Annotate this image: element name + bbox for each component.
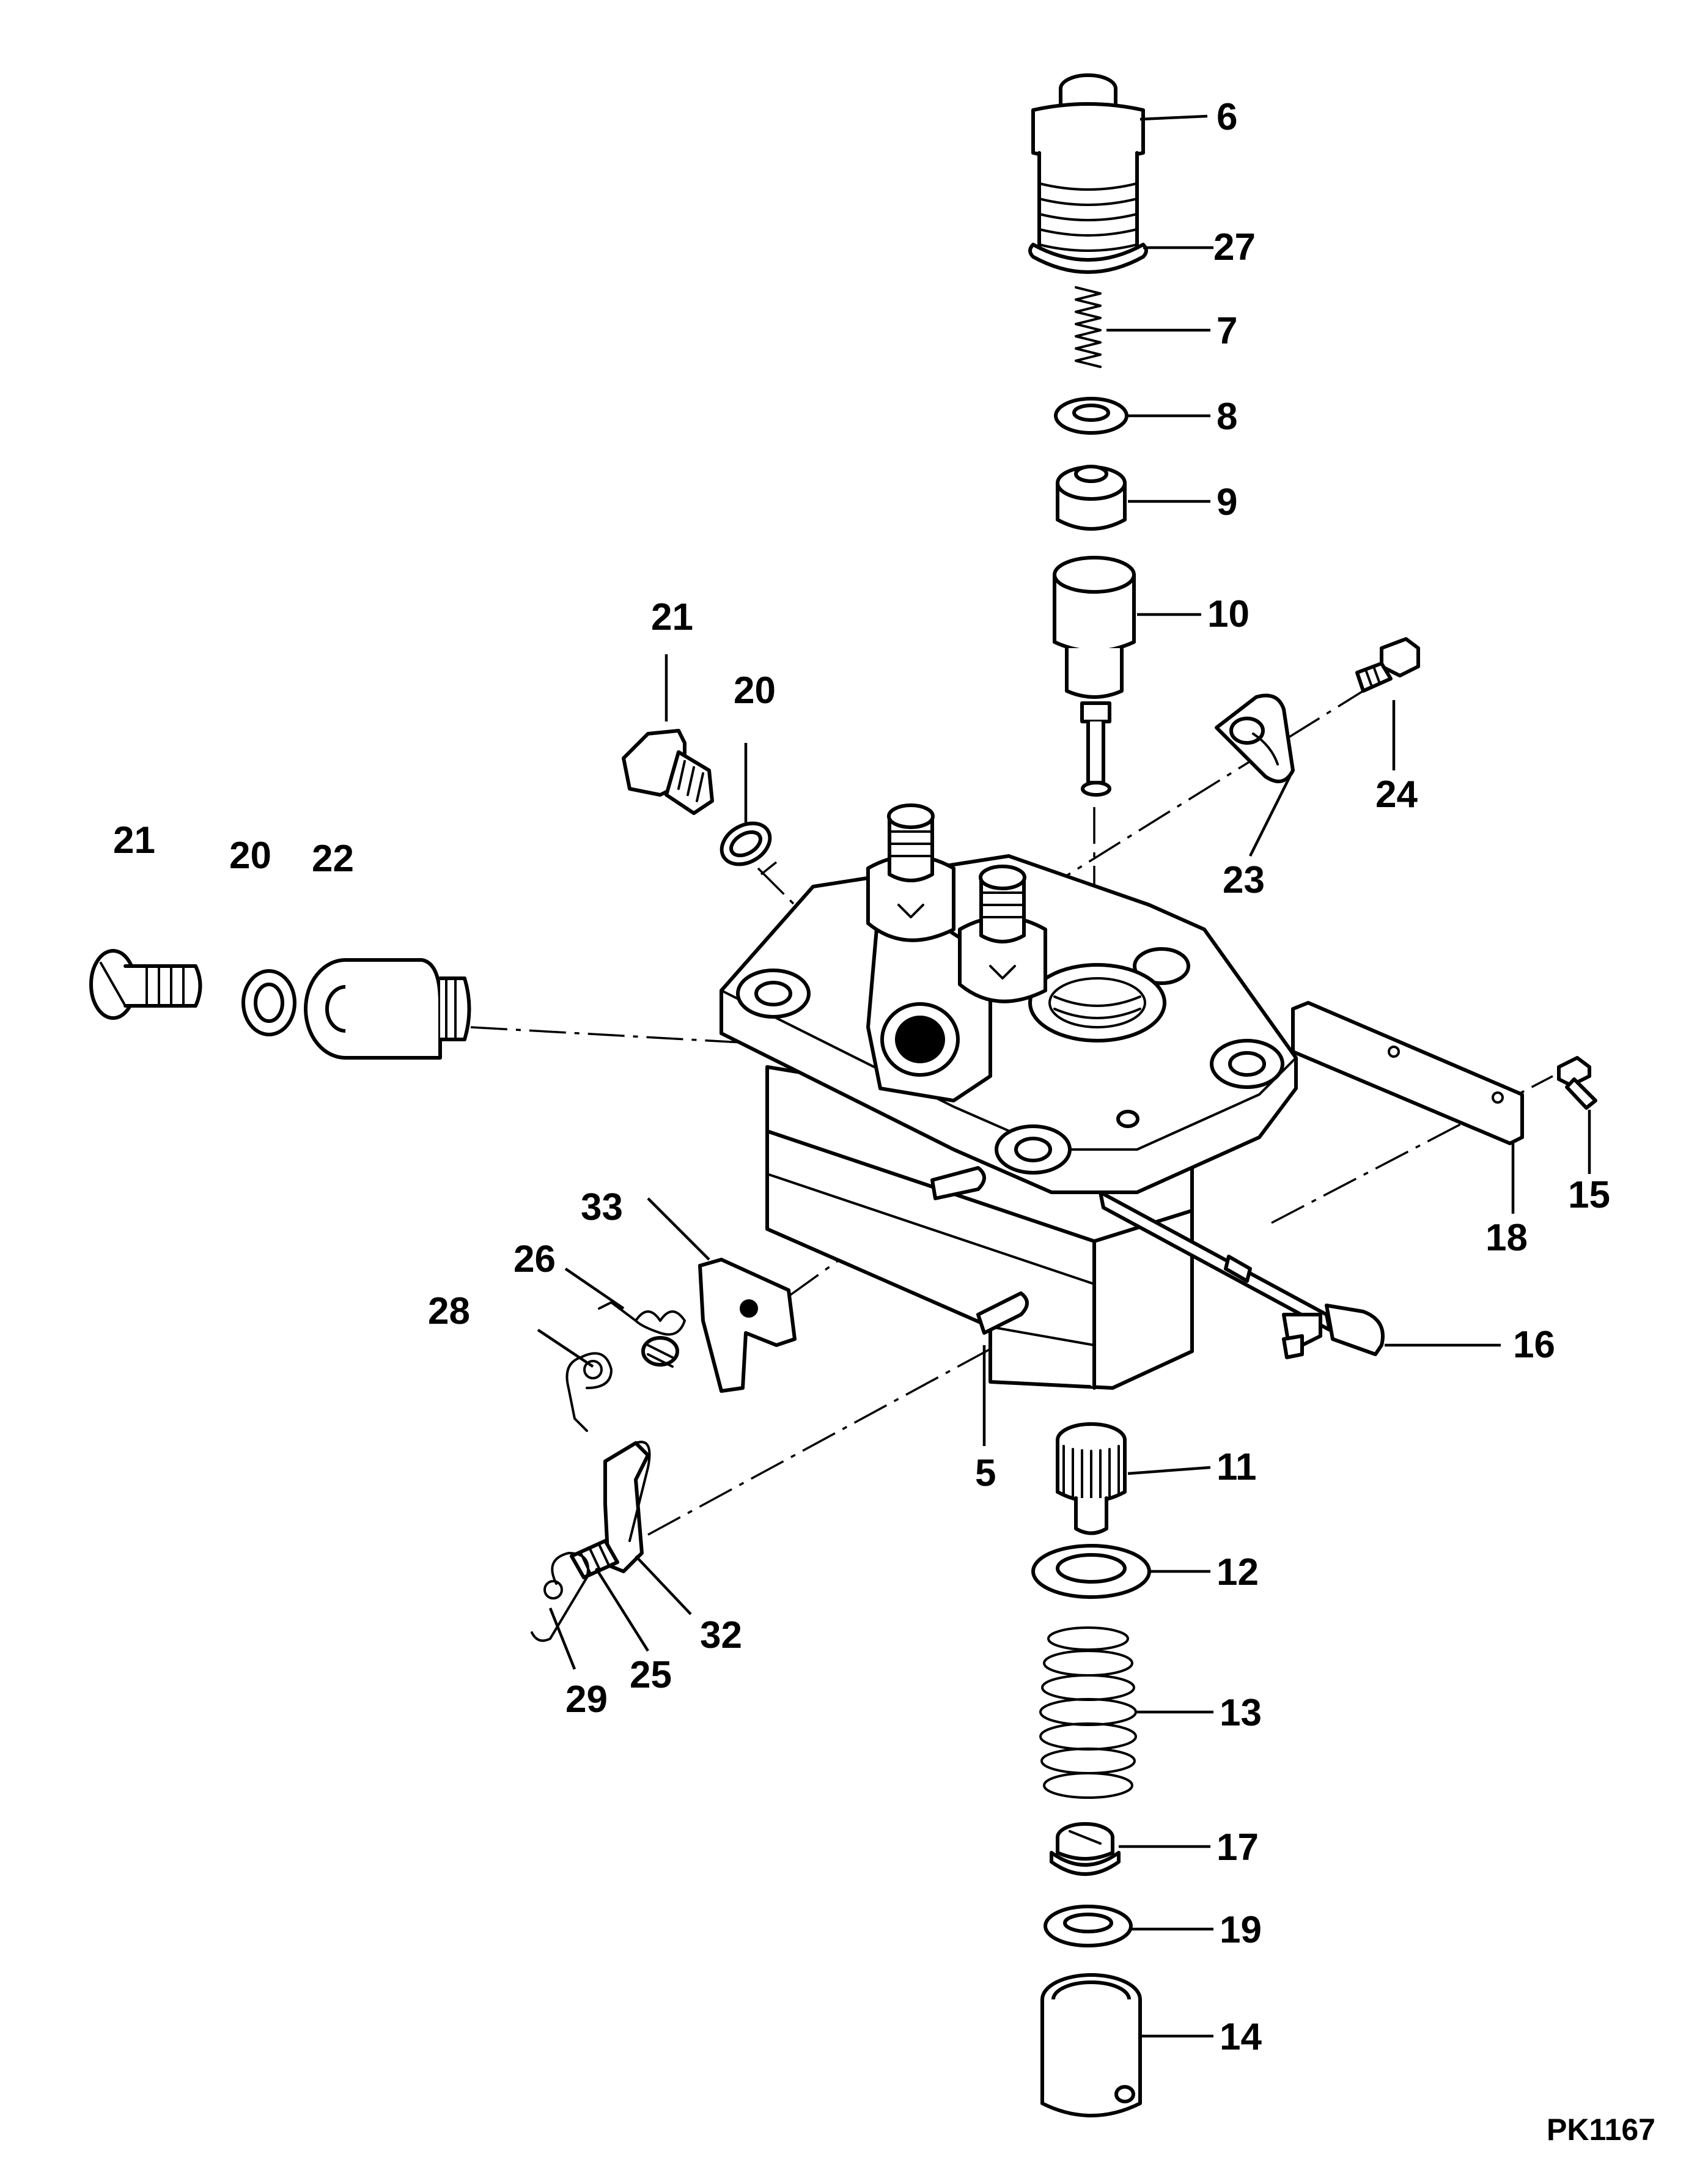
control-rod-16 <box>1099 1190 1385 1359</box>
callout-labels: 6 27 7 8 9 10 21 20 24 23 21 20 22 15 18… <box>113 96 1610 2058</box>
guide-plate-18 <box>1291 1001 1524 1145</box>
callout-17: 17 <box>1217 1826 1259 1869</box>
callout-24: 24 <box>1375 773 1418 816</box>
callout-10: 10 <box>1207 593 1250 635</box>
clamp-23 <box>1215 693 1295 783</box>
plunger-spring-13 <box>1039 1626 1137 1799</box>
spring-seat-17 <box>1050 1822 1121 1876</box>
callout-20-upper: 20 <box>734 670 776 712</box>
callout-12: 12 <box>1217 1551 1259 1593</box>
callout-28: 28 <box>428 1290 470 1332</box>
drawing-reference: PK1167 <box>1547 2113 1655 2147</box>
pump-housing <box>720 803 1298 1390</box>
callout-29: 29 <box>565 1678 608 1721</box>
washer-12 <box>1031 1544 1151 1599</box>
callout-21-left: 21 <box>113 819 155 862</box>
spring-7 <box>1075 286 1102 368</box>
callout-32: 32 <box>700 1614 742 1656</box>
callout-22: 22 <box>312 838 354 880</box>
plunger-barrel-10 <box>1053 556 1136 797</box>
callout-19: 19 <box>1220 1909 1262 1951</box>
bracket-33 <box>698 1258 797 1393</box>
bolt-24 <box>1355 637 1420 693</box>
callout-6: 6 <box>1217 96 1237 138</box>
pinion-gear-11 <box>1056 1422 1127 1535</box>
callout-33: 33 <box>581 1186 623 1228</box>
callout-13: 13 <box>1220 1692 1262 1734</box>
lever-32 <box>603 1441 651 1573</box>
valve-9 <box>1056 465 1127 531</box>
washer-19 <box>1044 1905 1133 1947</box>
callout-15: 15 <box>1568 1174 1610 1216</box>
callout-14: 14 <box>1220 2016 1262 2058</box>
spring-29 <box>531 1552 589 1642</box>
washer-20-left <box>241 969 296 1036</box>
plug-21-upper <box>622 729 714 815</box>
callout-18: 18 <box>1485 1217 1528 1259</box>
callout-25: 25 <box>630 1654 672 1696</box>
spring-26 <box>598 1301 686 1368</box>
callout-7: 7 <box>1217 310 1237 352</box>
callout-leader-lines <box>537 114 1591 2038</box>
callout-16: 16 <box>1513 1324 1555 1366</box>
gasket-27 <box>1028 243 1148 274</box>
spring-clip-28 <box>565 1352 613 1432</box>
callout-23: 23 <box>1223 859 1265 901</box>
washer-8 <box>1054 397 1128 435</box>
tappet-14 <box>1040 1973 1142 2117</box>
callout-8: 8 <box>1217 396 1237 438</box>
callout-5: 5 <box>975 1452 996 1494</box>
callout-20-left: 20 <box>229 835 271 877</box>
callout-26: 26 <box>514 1238 556 1280</box>
screw-25 <box>570 1539 619 1579</box>
screw-15 <box>1557 1056 1597 1110</box>
callout-27: 27 <box>1213 226 1256 268</box>
callout-9: 9 <box>1217 481 1237 523</box>
callout-21-upper: 21 <box>651 596 693 638</box>
banjo-bolt-22 <box>304 958 471 1060</box>
callout-11: 11 <box>1217 1446 1257 1488</box>
washer-20-upper <box>720 821 772 866</box>
delivery-valve-holder-6 <box>1031 73 1145 265</box>
plug-21-left <box>89 949 202 1020</box>
